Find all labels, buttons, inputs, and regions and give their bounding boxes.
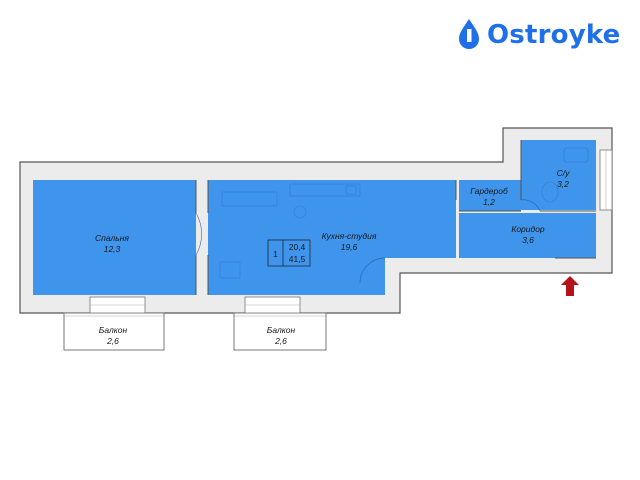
brand-logo: Ostroyke xyxy=(458,18,620,52)
bedroom-area: 12,3 xyxy=(104,244,121,254)
kitchen-name: Кухня-студия xyxy=(322,231,377,241)
balcony-left-area: 2,6 xyxy=(106,336,119,346)
room-bathroom xyxy=(521,140,596,210)
room-bedroom xyxy=(33,180,196,295)
kitchen-area: 19,6 xyxy=(341,242,358,252)
room-wardrobe xyxy=(459,180,521,211)
room-corridor xyxy=(459,213,596,258)
balcony-right xyxy=(233,312,327,351)
bathroom-name: С/у xyxy=(557,168,571,178)
stamp-total-area: 41,5 xyxy=(289,254,306,264)
corridor-area: 3,6 xyxy=(522,235,534,245)
balcony-right-name: Балкон xyxy=(267,325,296,335)
bedroom-name: Спальня xyxy=(95,233,129,243)
corridor-name: Коридор xyxy=(511,224,545,234)
apartment-stamp: 1 20,4 41,5 xyxy=(267,239,311,267)
stamp-rooms-count: 1 xyxy=(273,249,278,259)
ostroyke-logo-icon xyxy=(459,19,479,49)
balcony-left-name: Балкон xyxy=(99,325,128,335)
balcony-right-area: 2,6 xyxy=(274,336,287,346)
wardrobe-name: Гардероб xyxy=(470,186,509,196)
bathroom-area: 3,2 xyxy=(557,179,569,189)
wardrobe-area: 1,2 xyxy=(483,197,495,207)
balcony-left xyxy=(63,312,165,351)
stamp-living-area: 20,4 xyxy=(289,242,306,252)
entrance-arrow-icon xyxy=(561,276,579,296)
brand-name: Ostroyke xyxy=(487,20,621,50)
